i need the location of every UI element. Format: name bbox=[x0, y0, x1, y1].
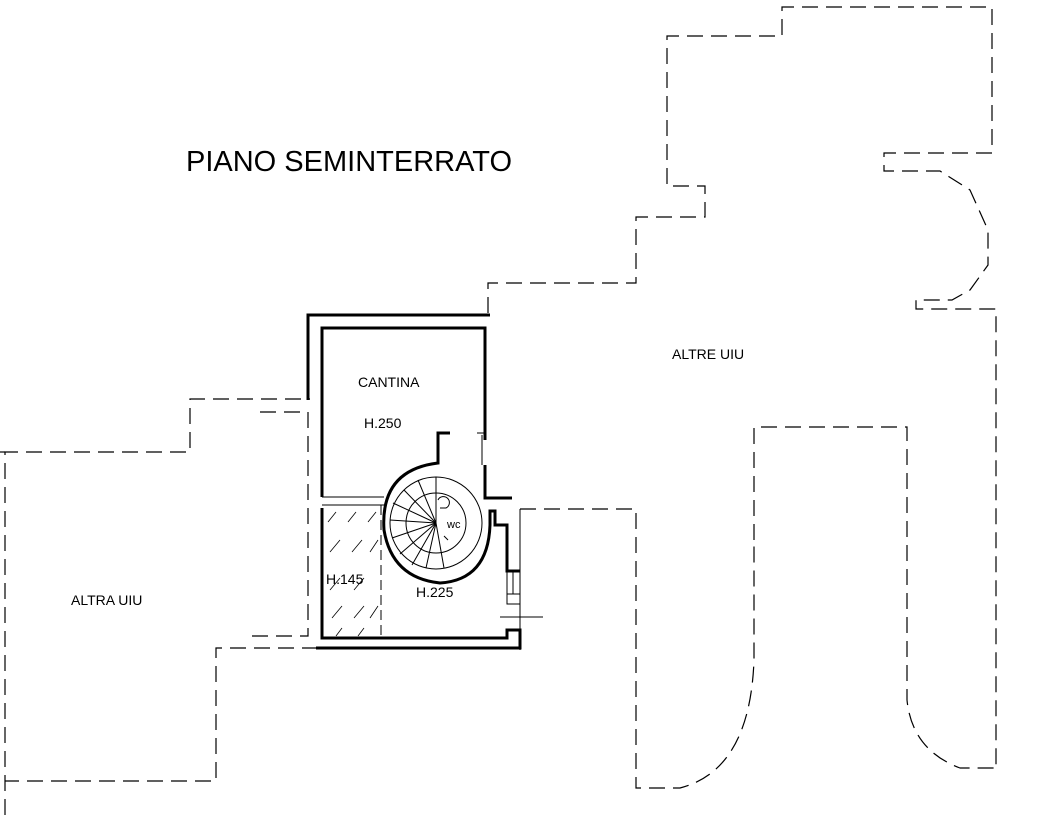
stair-newel-icon bbox=[437, 496, 450, 509]
stair-wall bbox=[382, 431, 520, 585]
altra-uiu-label: ALTRA UIU bbox=[71, 592, 142, 608]
window-right bbox=[506, 509, 521, 650]
neighbour-boundary-upper bbox=[487, 6, 997, 770]
cantina-wall bbox=[320, 326, 512, 500]
parapet-line bbox=[322, 496, 384, 506]
outer-wall-top bbox=[306, 313, 490, 400]
neighbour-boundary-lower bbox=[520, 508, 755, 789]
low-storage-height: H.145 bbox=[326, 571, 364, 587]
cantina-label: CANTINA bbox=[358, 374, 420, 390]
left-unit-boundary bbox=[4, 398, 318, 815]
altre-uiu-label: ALTRE UIU bbox=[672, 346, 744, 362]
cantina-door-jamb bbox=[477, 432, 485, 465]
spiral-staircase bbox=[389, 476, 483, 570]
plan-title: PIANO SEMINTERRATO bbox=[186, 146, 512, 178]
low-storage-hatch bbox=[327, 511, 379, 637]
main-room-height: H.225 bbox=[416, 584, 454, 600]
wc-label: WC bbox=[446, 519, 461, 531]
neighbour-boundary-inner-loop bbox=[753, 426, 996, 769]
cantina-height: H.250 bbox=[364, 415, 402, 431]
